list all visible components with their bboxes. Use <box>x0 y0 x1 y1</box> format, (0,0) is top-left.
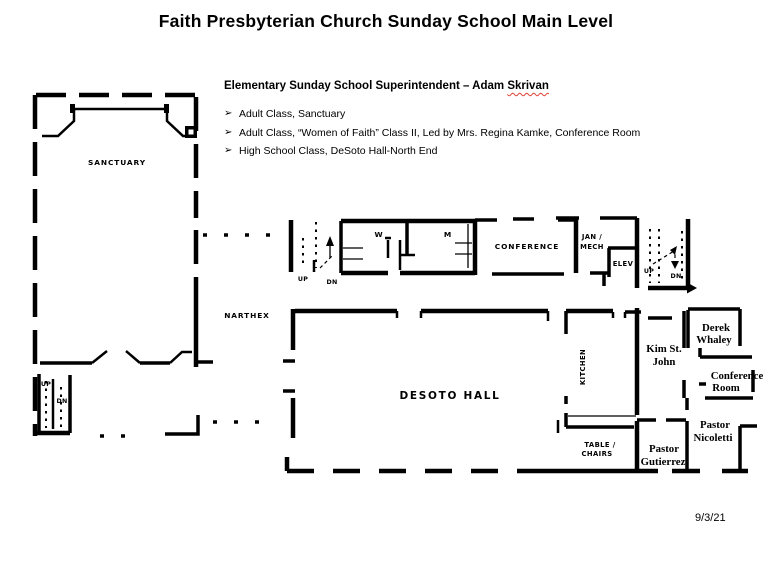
center-stairs: UP DN <box>288 220 337 286</box>
bullet-text: Adult Class, Sanctuary <box>239 108 346 120</box>
bullet-text: High School Class, DeSoto Hall-North End <box>239 145 438 157</box>
stairs-dn-label: DN <box>326 279 337 286</box>
office-kim-label: John <box>653 356 676 368</box>
list-item: ➢ Adult Class, “Women of Faith” Class II… <box>224 124 640 143</box>
stairs-up-label: UP <box>298 276 308 283</box>
office-conference-label: Conference <box>711 370 764 382</box>
office-derek-label: Whaley <box>696 334 732 346</box>
entry-arrow-icon <box>687 282 697 294</box>
date-label: 9/3/21 <box>695 512 726 524</box>
kitchen-room: KITCHEN TABLE / CHAIRS <box>556 308 640 471</box>
list-item: ➢ High School Class, DeSoto Hall-North E… <box>224 142 640 161</box>
info-block: Elementary Sunday School Superintendent … <box>224 80 640 161</box>
office-derek-label: Derek <box>702 322 730 334</box>
stairs-dn-label: DN <box>56 398 67 405</box>
office-conference-label: Room <box>712 382 740 394</box>
table-chairs-label: TABLE / <box>584 441 615 449</box>
bullet-text: Adult Class, “Women of Faith” Class II, … <box>239 126 641 139</box>
elevator-label: ELEV <box>613 260 634 268</box>
desoto-hall-label: DESOTO HALL <box>399 390 500 402</box>
stairs-up-label: UP <box>41 381 51 388</box>
jan-mech-label: JAN / <box>581 233 602 241</box>
page-title: Faith Presbyterian Church Sunday School … <box>158 11 614 31</box>
stairs-up-label: UP <box>644 268 654 275</box>
office-nicoletti-label: Nicoletti <box>694 432 733 444</box>
east-stairs: UP DN <box>644 219 697 294</box>
arrow-bullet-icon: ➢ <box>224 126 233 138</box>
sanctuary-label: SANCTUARY <box>88 158 146 167</box>
office-block: Kim St. John Derek Whaley Conference Roo… <box>637 307 764 471</box>
conference-label: CONFERENCE <box>495 242 559 251</box>
superintendent-name: Skrivan <box>507 80 549 92</box>
narthex-area: NARTHEX <box>100 233 282 438</box>
superintendent-heading: Elementary Sunday School Superintendent … <box>224 80 640 92</box>
mens-restroom-label: M <box>444 230 452 239</box>
conference-room: CONFERENCE <box>475 216 579 276</box>
narthex-label: NARTHEX <box>224 311 270 320</box>
desoto-hall: DESOTO HALL <box>283 308 748 474</box>
office-gutierrez-label: Pastor <box>649 443 679 455</box>
superintendent-heading-text: Elementary Sunday School Superintendent … <box>224 80 508 92</box>
sanctuary-room: SANCTUARY <box>32 92 213 436</box>
office-nicoletti-label: Pastor <box>700 419 730 431</box>
restrooms: W M <box>339 218 478 276</box>
jan-mech-label: MECH <box>580 243 604 251</box>
kitchen-label: KITCHEN <box>579 349 587 385</box>
stairs-dn-label: DN <box>670 273 681 280</box>
list-item: ➢ Adult Class, Sanctuary <box>224 105 640 124</box>
class-list: ➢ Adult Class, Sanctuary ➢ Adult Class, … <box>224 105 640 161</box>
office-kim-label: Kim St. <box>646 343 682 355</box>
jan-mech-room: JAN / MECH ELEV <box>558 216 640 288</box>
arrow-bullet-icon: ➢ <box>224 145 233 156</box>
womens-restroom-label: W <box>374 230 383 239</box>
table-chairs-label: CHAIRS <box>582 450 613 458</box>
arrow-bullet-icon: ➢ <box>224 108 233 119</box>
office-gutierrez-label: Gutierrez <box>641 456 686 468</box>
southwest-stairs: UP DN <box>37 374 72 436</box>
